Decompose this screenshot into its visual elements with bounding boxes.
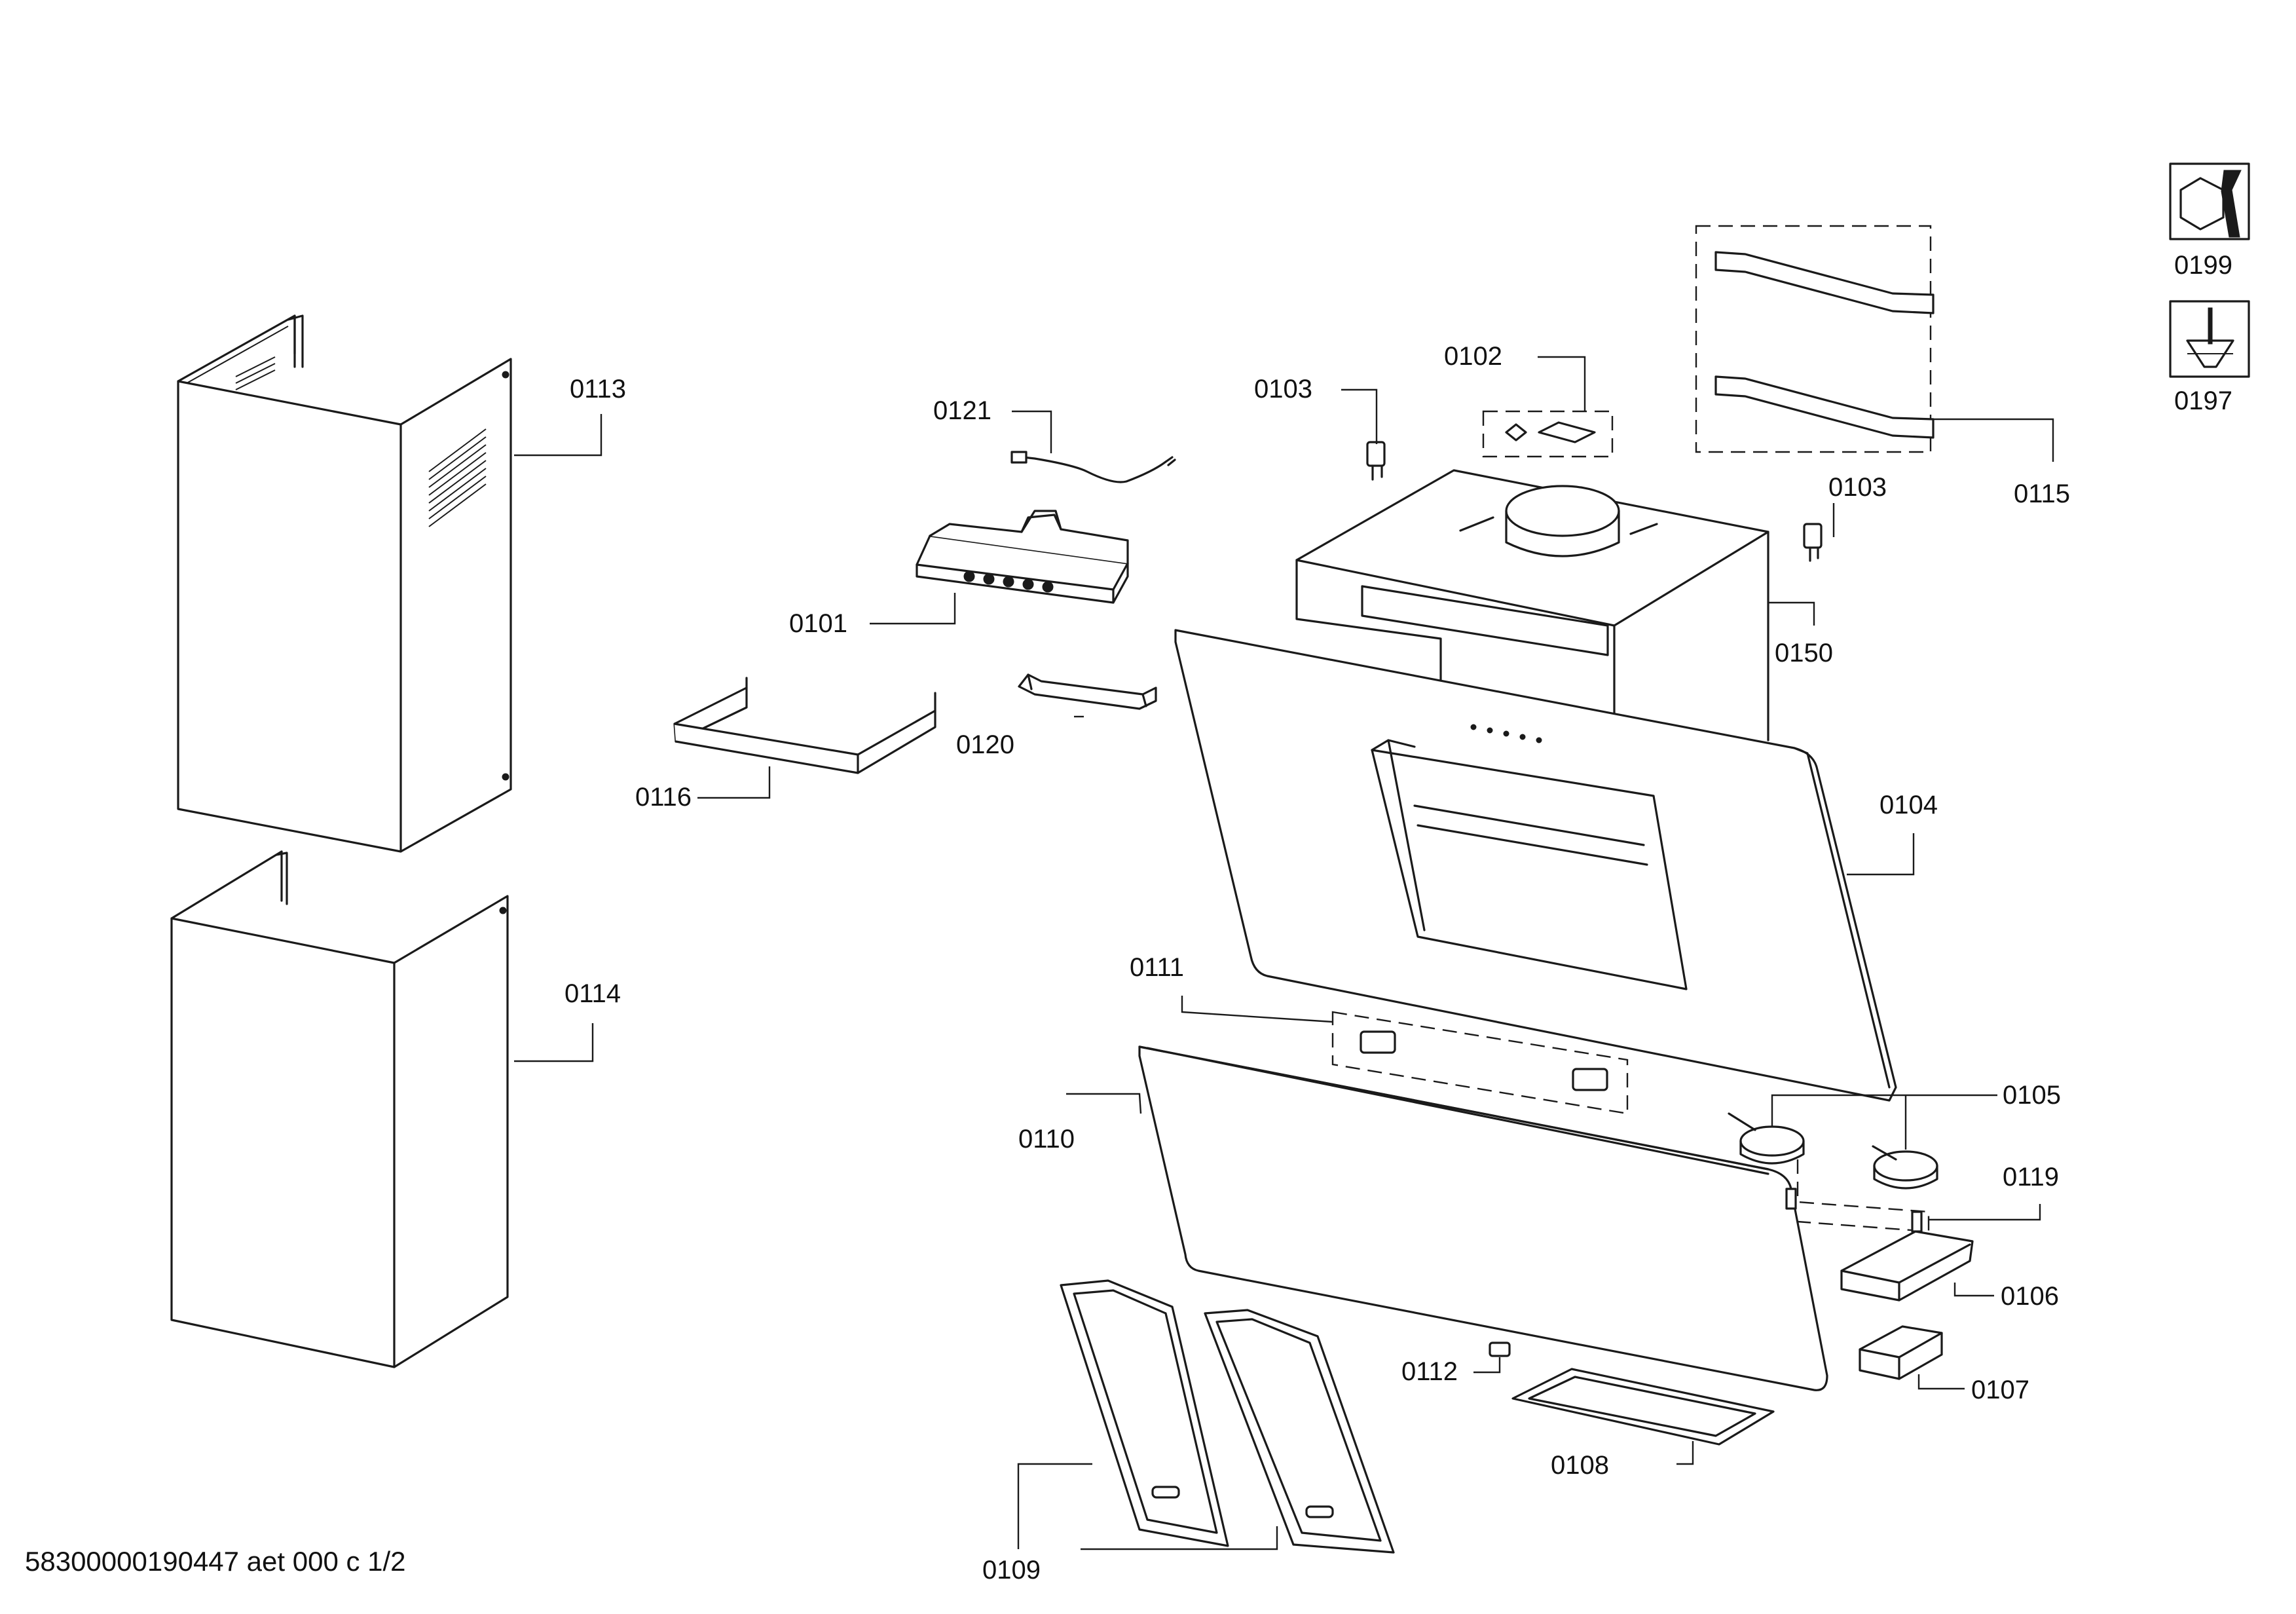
callout-0103-right: 0103 [1828, 473, 1887, 502]
clip-bracket-part [1018, 673, 1157, 710]
small-filter-part [1511, 1368, 1775, 1446]
document-reference-footer: 58300000190447 aet 000 c 1/2 [25, 1546, 406, 1577]
callout-0199: 0199 [2174, 251, 2232, 280]
lower-chimney-cover-part [170, 850, 509, 1368]
callout-0102: 0102 [1444, 342, 1502, 371]
callout-0114: 0114 [565, 979, 621, 1008]
callout-0110: 0110 [1018, 1125, 1075, 1154]
callout-0104: 0104 [1879, 791, 1938, 819]
callout-0111: 0111 [1130, 953, 1184, 982]
callout-0105: 0105 [2003, 1081, 2061, 1110]
transformer-part [1859, 1325, 1943, 1380]
screwdriver-screw-icon [2169, 300, 2250, 378]
hinge-bracket-part-a [1366, 441, 1386, 481]
callout-0197: 0197 [2174, 386, 2232, 415]
callout-0115: 0115 [2014, 479, 2070, 508]
small-clip-part [1489, 1342, 1511, 1357]
main-housing-part [1295, 469, 1769, 741]
callout-0120: 0120 [956, 730, 1014, 759]
callout-0112: 0112 [1401, 1357, 1458, 1386]
callout-0150: 0150 [1775, 639, 1833, 667]
hinge-bracket-part-b [1803, 523, 1823, 562]
lamp-part-a [1728, 1112, 1805, 1165]
cable-part [1010, 451, 1176, 483]
callout-0113: 0113 [570, 375, 626, 404]
lamp-connectors-part [1785, 1159, 1930, 1233]
callout-0119: 0119 [2003, 1163, 2059, 1192]
leader-lines [514, 356, 2054, 1550]
callout-0116: 0116 [635, 783, 692, 812]
upper-chimney-cover-part [177, 314, 512, 853]
electronics-housing-part [1840, 1230, 1974, 1302]
grease-filter-part-a [1060, 1279, 1229, 1547]
lower-glass-panel-part [1138, 1045, 1828, 1391]
lamp-part-b [1872, 1145, 1938, 1190]
mounting-bracket-part [673, 677, 936, 774]
grease-filter-part-b [1204, 1309, 1395, 1554]
wrench-nut-icon [2169, 162, 2250, 240]
callout-0106: 0106 [2001, 1282, 2059, 1311]
control-module-part [916, 510, 1129, 604]
callout-0109: 0109 [982, 1556, 1041, 1585]
callout-0107: 0107 [1971, 1376, 2029, 1404]
callout-0108: 0108 [1551, 1451, 1609, 1480]
callout-0101: 0101 [789, 609, 847, 638]
callout-0121: 0121 [933, 396, 991, 425]
panel-clips-part [1331, 1011, 1629, 1115]
front-glass-panel-part [1174, 629, 1897, 1102]
latch-clip-part [1482, 410, 1614, 458]
callout-0103-left: 0103 [1254, 375, 1312, 404]
wall-brackets-part [1695, 225, 1935, 453]
